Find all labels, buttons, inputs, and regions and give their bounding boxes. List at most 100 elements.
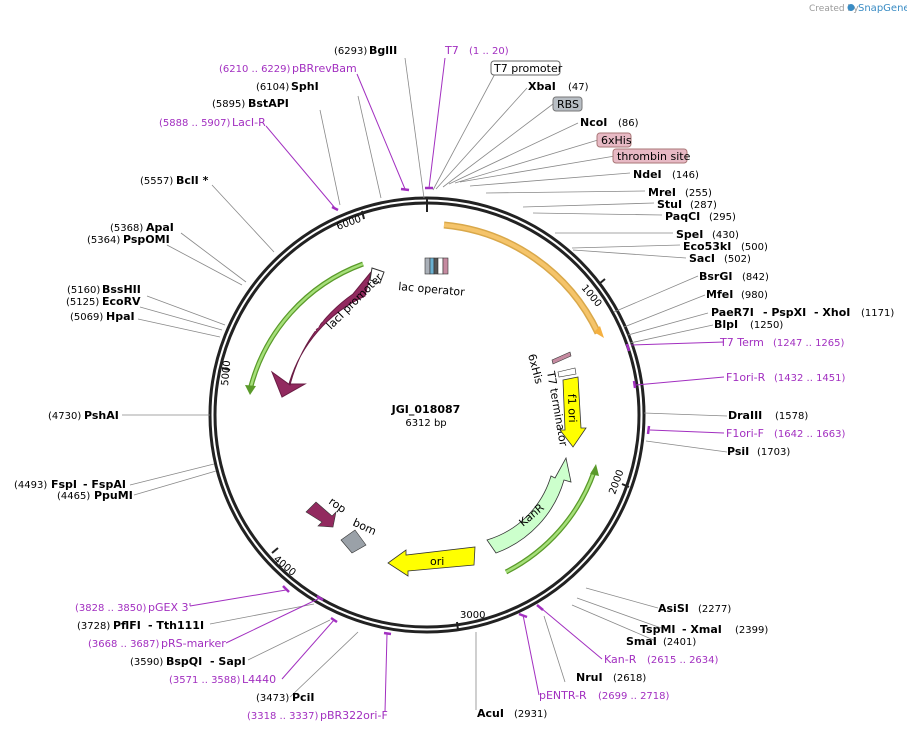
- primer-f1ori-f-name: F1ori-F: [726, 427, 764, 440]
- site-acui-pos: (2931): [514, 709, 547, 720]
- tick-5000: 5000: [220, 360, 233, 386]
- thrombin-label: thrombin site: [617, 150, 691, 163]
- t7-promoter-label: T7 promoter: [493, 62, 563, 75]
- primer-t7term-pos: (1247 .. 1265): [773, 338, 845, 349]
- site-bstapi-pos: (5895): [212, 99, 245, 110]
- primer-pgex3-pos: (3828 .. 3850): [75, 603, 147, 614]
- primer-f1ori-r-pos: (1432 .. 1451): [774, 373, 846, 384]
- site-hpai-pos: (5069): [70, 312, 103, 323]
- primer-l4440-name: L4440: [242, 673, 276, 686]
- f1-ori-label: f1 ori: [565, 394, 579, 423]
- site-bsrgi-name: BsrGI: [699, 270, 732, 283]
- bom-box: [340, 529, 367, 554]
- ori-arrow: [387, 546, 476, 577]
- site-paqci-pos: (295): [709, 212, 736, 223]
- t7-promoter-box: [490, 60, 561, 76]
- lac-operator-label: lac operator: [398, 280, 466, 299]
- site-xbai-name: XbaI: [528, 80, 556, 93]
- primer-t7term-name: T7 Term: [719, 336, 764, 349]
- site-bsrgi-pos: (842): [742, 272, 769, 283]
- site-ncoi-pos: (86): [618, 118, 639, 129]
- primer-pbrrevbam-pos: (6210 .. 6229): [219, 64, 291, 75]
- site-stui-pos: (287): [690, 200, 717, 211]
- site-draiii-pos: (1578): [775, 411, 808, 422]
- primer-f1ori-r-name: F1ori-R: [726, 371, 766, 384]
- site-smai-pos: (2401): [663, 637, 696, 648]
- site-blpi-pos: (1250): [750, 320, 783, 331]
- primer-pgex3-name: pGEX 3': [148, 601, 192, 614]
- site-ndei-name: NdeI: [633, 168, 662, 181]
- site-ncoi-name: NcoI: [580, 116, 607, 129]
- primer-pentr-r-pos: (2699 .. 2718): [598, 691, 670, 702]
- site-ecorv-name: EcoRV: [102, 295, 141, 308]
- site-ppumi-name: PpuMI: [94, 489, 133, 502]
- site-spei-name: SpeI: [676, 228, 703, 241]
- site-apai-pos: (5368): [110, 223, 143, 234]
- kanr-arrow: [486, 456, 572, 554]
- primer-t7-name: T7: [444, 44, 459, 57]
- plasmid-name: JGI_018087: [391, 403, 461, 416]
- site-fspi-name: FspI: [51, 478, 77, 491]
- site-ecorv-pos: (5125): [66, 297, 99, 308]
- primer-kan-r-pos: (2615 .. 2634): [647, 655, 719, 666]
- primer-laci-r-pos: (5888 .. 5907): [159, 118, 231, 129]
- site-mfei-pos: (980): [741, 290, 768, 301]
- site-asisi-pos: (2277): [698, 604, 731, 615]
- site-nrui-name: NruI: [576, 671, 603, 684]
- ori-label: ori: [430, 555, 444, 568]
- site-bcli-name: BclI *: [176, 174, 209, 187]
- primer-prs-marker-name: pRS-marker: [161, 637, 226, 650]
- primer-pbr322ori-f-pos: (3318 .. 3337): [247, 711, 319, 722]
- site-mrei-name: MreI: [648, 186, 676, 199]
- site-pflfi-pos: (3728): [77, 621, 110, 632]
- sixhis-feature-label: 6xHis: [525, 352, 546, 385]
- site-psii-name: PsiI: [727, 445, 749, 458]
- snapgene-logo-icon: [847, 4, 855, 11]
- sixhis-box-label: 6xHis: [601, 134, 632, 147]
- site-saci-name: SacI: [689, 252, 715, 265]
- left-site-labels: (6293) BglII (6210 .. 6229) pBRrevBam (6…: [14, 44, 397, 722]
- site-draiii-name: DraIII: [728, 409, 762, 422]
- site-asisi-name: AsiSI: [658, 602, 689, 615]
- site-xbai-pos: (47): [568, 82, 589, 93]
- site-bstapi-name: BstAPI: [248, 97, 289, 110]
- site-paer7i-name: PaeR7I: [711, 306, 754, 319]
- rbs-box: [552, 96, 583, 112]
- site-apai-name: ApaI: [146, 221, 174, 234]
- site-psii-pos: (1703): [757, 447, 790, 458]
- site-spei-pos: (430): [712, 230, 739, 241]
- primer-f1ori-f-pos: (1642 .. 1663): [774, 429, 846, 440]
- site-stui-name: StuI: [657, 198, 682, 211]
- rop-arrow: [305, 501, 337, 528]
- site-eco53ki-pos: (500): [741, 242, 768, 253]
- site-sapi-name: - SapI: [210, 655, 246, 668]
- site-paer7i-pos: (1171): [861, 308, 894, 319]
- site-bspqi-name: BspQI: [166, 655, 202, 668]
- site-sphi-pos: (6104): [256, 82, 289, 93]
- site-paqci-name: PaqCI: [665, 210, 700, 223]
- tick-3000: 3000: [460, 610, 485, 621]
- site-xhoi-name: - XhoI: [814, 306, 850, 319]
- site-acui-name: AcuI: [477, 707, 504, 720]
- laci-arrow: [270, 271, 372, 398]
- rbs-label: RBS: [557, 98, 579, 111]
- credit-brand: SnapGene: [858, 3, 907, 14]
- site-saci-pos: (502): [724, 254, 751, 265]
- site-bglii-pos: (6293): [334, 46, 367, 57]
- site-bsshii-pos: (5160): [67, 285, 100, 296]
- right-site-labels: T7 (1 .. 20) XbaI (47) NcoI (86) NdeI (1…: [444, 44, 894, 720]
- primer-marks: [282, 186, 651, 636]
- credit-prefix: Created by: [809, 4, 859, 14]
- primer-pbrrevbam-name: pBRrevBam: [292, 62, 357, 75]
- site-hpai-name: HpaI: [106, 310, 135, 323]
- site-sphi-name: SphI: [291, 80, 319, 93]
- site-tspmi-name: TspMI: [640, 623, 676, 636]
- site-ndei-pos: (146): [672, 170, 699, 181]
- site-tspmi-pos: (2399): [735, 625, 768, 636]
- site-ppumi-pos: (4465): [57, 491, 90, 502]
- f1-ori-arrow: [559, 376, 587, 448]
- primer-t7-pos: (1 .. 20): [469, 46, 509, 57]
- site-xmai-name: - XmaI: [682, 623, 722, 636]
- site-blpi-name: BlpI: [714, 318, 738, 331]
